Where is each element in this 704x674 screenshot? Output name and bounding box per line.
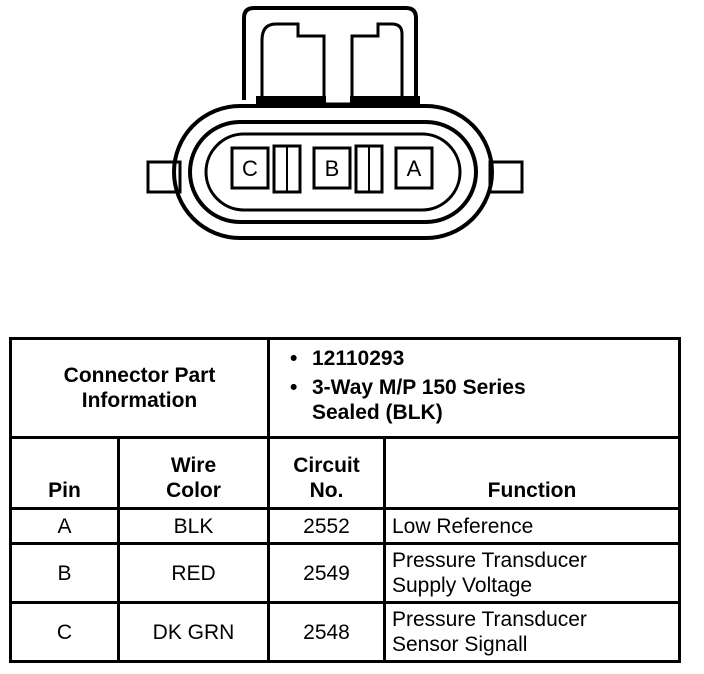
circuit-cell: 2549 — [267, 542, 386, 604]
col-header-pin: Pin — [9, 436, 120, 510]
connector-diagram: C B A — [146, 6, 524, 240]
latch-base-left — [256, 96, 326, 106]
connector-info-table: Connector Part Information 12110293 3-Wa… — [9, 337, 681, 663]
pin-label-c: C — [242, 156, 258, 181]
col-header-wire-color: Wire Color — [117, 436, 270, 510]
function-cell: Pressure Transducer Sensor Signall — [383, 601, 681, 663]
connector-description: 3-Way M/P 150 Series Sealed (BLK) — [290, 375, 672, 425]
pin-cell: B — [9, 542, 120, 604]
pin-box-b — [312, 146, 352, 190]
circuit-cell: 2552 — [267, 507, 386, 545]
pin-cell: A — [9, 507, 120, 545]
col-header-circuit-no: Circuit No. — [267, 436, 386, 510]
pin-label-a: A — [407, 156, 422, 181]
latch-outer — [242, 6, 418, 100]
col-header-function: Function — [383, 436, 681, 510]
pin-label-b: B — [325, 156, 340, 181]
wire-color-cell: RED — [117, 542, 270, 604]
latch-base-right — [350, 96, 420, 106]
connector-part-info-label: Connector Part Information — [9, 337, 270, 439]
latch-inner — [260, 22, 404, 106]
part-number: 12110293 — [290, 346, 672, 371]
right-ear — [488, 160, 524, 194]
table-row: C DK GRN 2548 Pressure Transducer Sensor… — [9, 601, 681, 663]
wire-color-cell: BLK — [117, 507, 270, 545]
function-cell: Pressure Transducer Supply Voltage — [383, 542, 681, 604]
table-row: B RED 2549 Pressure Transducer Supply Vo… — [9, 542, 681, 604]
connector-body-inner — [204, 132, 462, 212]
connector-body-outer — [172, 104, 494, 240]
circuit-cell: 2548 — [267, 601, 386, 663]
function-cell: Low Reference — [383, 507, 681, 545]
table-row: A BLK 2552 Low Reference — [9, 507, 681, 545]
pin-box-a — [394, 146, 434, 190]
left-ear — [146, 160, 182, 194]
pin-cell: C — [9, 601, 120, 663]
pin-box-c — [230, 146, 270, 190]
connector-part-details: 12110293 3-Way M/P 150 Series Sealed (BL… — [267, 337, 681, 439]
wire-color-cell: DK GRN — [117, 601, 270, 663]
connector-body-middle — [188, 120, 478, 224]
